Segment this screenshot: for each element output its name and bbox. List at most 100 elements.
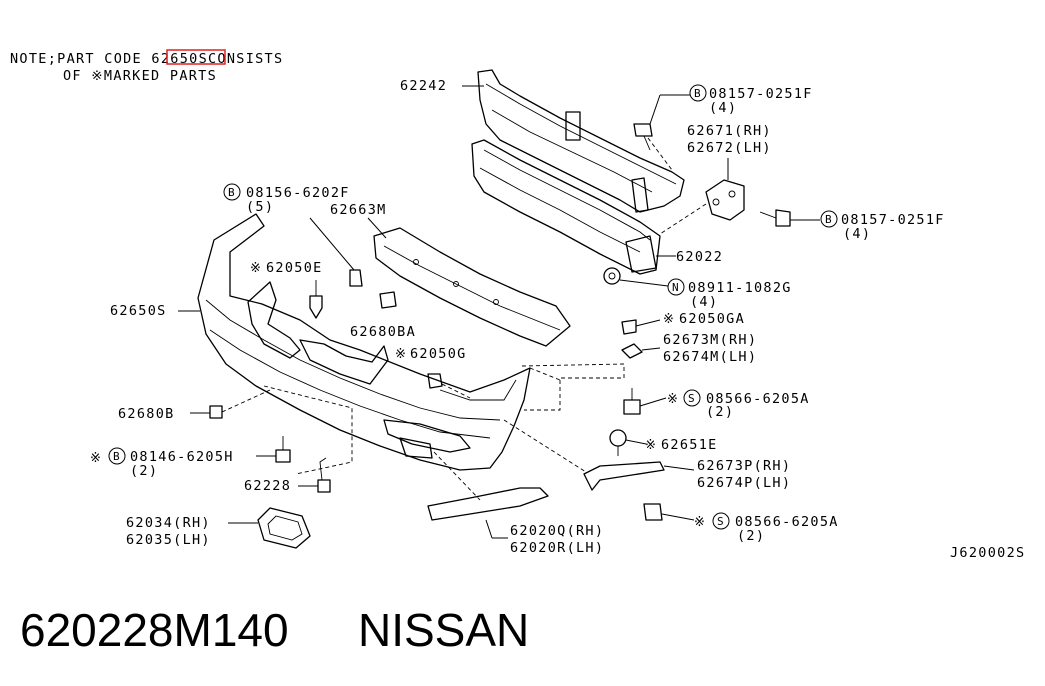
label-62050g-text: 62050G [410,346,467,362]
label-62671-text: 62671(RH) [687,123,772,139]
nut-08911-icon [603,267,621,285]
mark-symbol-icon: ※ [667,392,678,407]
note-prefix: NOTE;PART CODE [10,51,151,67]
label-62022: 62022 [656,249,723,265]
bolt-08146-icon [275,436,291,463]
clip-62050e-icon [309,280,323,319]
label-62674m-text: 62674M(LH) [663,349,757,365]
label-62673p: 62673P(RH) 62674P(LH) [663,458,790,491]
label-nut-n-qty: (4) [690,294,718,310]
label-62050e: ※ 62050E [250,260,323,276]
bolt-08156-icon [309,217,363,287]
label-62034-text: 62034(RH) [126,515,211,531]
note-line-2: OF ※MARKED PARTS [63,68,217,84]
dashed-guide-molding [433,451,481,501]
b-symbol-icon: B [694,87,701,100]
part-62022-absorber [471,139,661,275]
label-screw-a1-text: 08566-6205A [706,391,810,407]
label-bolt-top: B 08157-0251F (4) [649,84,813,125]
mark-symbol-icon: ※ [645,438,656,453]
label-bolt-top-qty: (4) [709,100,737,116]
label-62680b: 62680B [118,406,210,422]
label-62050ga: ※ 62050GA [635,311,745,327]
part-62663m-retainer [373,227,571,347]
mark-symbol-icon: ※ [90,451,101,466]
part-62020-molding [427,487,549,521]
label-62050ga-text: 62050GA [679,311,745,327]
dashed-guide-bracket [503,419,587,473]
screw-08566-a2-icon [643,503,663,521]
label-62050e-text: 62050E [266,260,323,276]
label-62650s: 62650S [110,303,200,319]
part-62673m-seal [621,343,643,359]
label-62680ba: 62680BA [350,324,416,340]
label-62680ba-text: 62680BA [350,324,416,340]
label-62651e: ※ 62651E [625,437,718,453]
sensor-62228-icon [317,457,331,493]
part-62650s-fascia [197,213,561,471]
label-bolt-left-text: 08156-6202F [246,185,350,201]
b-symbol-icon: B [825,213,832,226]
mark-symbol-icon: ※ [250,261,261,276]
label-nut-n-text: 08911-1082G [688,280,792,296]
label-62034: 62034(RH) 62035(LH) [126,515,258,548]
label-62663m: 62663M [330,202,387,239]
mark-symbol-icon: ※ [694,515,705,530]
label-62050g: ※ 62050G [395,346,467,362]
note-line-1: NOTE;PART CODE 62650SCONSISTS [10,51,283,67]
label-screw-a2-text: 08566-6205A [735,514,839,530]
diagram-code: J620002S [950,545,1025,561]
dashed-guide-right [521,363,625,411]
label-62671: 62671(RH) 62672(LH) [687,123,772,180]
note-code-highlight [166,49,226,65]
note-block: NOTE;PART CODE 62650SCONSISTS OF ※MARKED… [10,49,283,84]
part-62034-finisher [257,507,311,549]
clip-62651e-icon [609,429,627,456]
mark-symbol-icon: ※ [663,312,674,327]
label-nut-n: N 08911-1082G (4) [619,278,792,310]
label-bolt-h-qty: (2) [130,463,158,479]
mark-symbol-icon: ※ [395,347,406,362]
label-bolt-right-qty: (4) [843,226,871,242]
label-62022-text: 62022 [676,249,723,265]
label-62672-text: 62672(LH) [687,140,772,156]
label-bolt-h: ※ B 08146-6205H (2) [90,447,276,479]
dashed-guide-left [263,385,353,475]
note-suffix: SCONSISTS [199,51,284,67]
clip-62050g-icon [427,373,471,399]
label-62228: 62228 [244,478,318,494]
label-screw-a2: ※ S 08566-6205A (2) [661,512,839,544]
note-part-code: 62650 [151,51,198,67]
b-symbol-icon: B [228,186,235,199]
label-62663m-text: 62663M [330,202,387,218]
label-bolt-h-text: 08146-6205H [130,449,234,465]
label-62673m: 62673M(RH) 62674M(LH) [641,332,757,365]
bolt-08157-right-icon [759,209,791,227]
label-bolt-right: B 08157-0251F (4) [790,210,945,242]
label-bolt-right-text: 08157-0251F [841,212,945,228]
part-62671-bracket [659,179,745,235]
label-62020q-text: 62020Q(RH) [510,523,604,539]
label-screw-a1: ※ S 08566-6205A (2) [639,389,810,420]
label-62680b-text: 62680B [118,406,175,422]
label-62242: 62242 [400,78,484,94]
label-62035-text: 62035(LH) [126,532,211,548]
clip-62680ba-icon [379,291,397,309]
label-bolt-top-text: 08157-0251F [709,86,813,102]
label-bolt-left: B 08156-6202F (5) [223,183,350,215]
footer-part-number: 620228M140 [20,604,289,656]
label-62228-text: 62228 [244,478,291,494]
footer-brand: NISSAN [358,604,529,656]
part-62673p-bracket [583,461,665,491]
label-bolt-left-qty: (5) [246,199,274,215]
label-screw-a2-qty: (2) [737,528,765,544]
label-62242-text: 62242 [400,78,447,94]
label-62651e-text: 62651E [661,437,718,453]
label-screw-a1-qty: (2) [706,404,734,420]
screw-08566-a1-icon [623,388,641,415]
s-symbol-icon: S [717,515,724,528]
clip-62680b-icon [209,389,271,419]
label-62650s-text: 62650S [110,303,167,319]
clip-62050ga-icon [621,319,637,335]
